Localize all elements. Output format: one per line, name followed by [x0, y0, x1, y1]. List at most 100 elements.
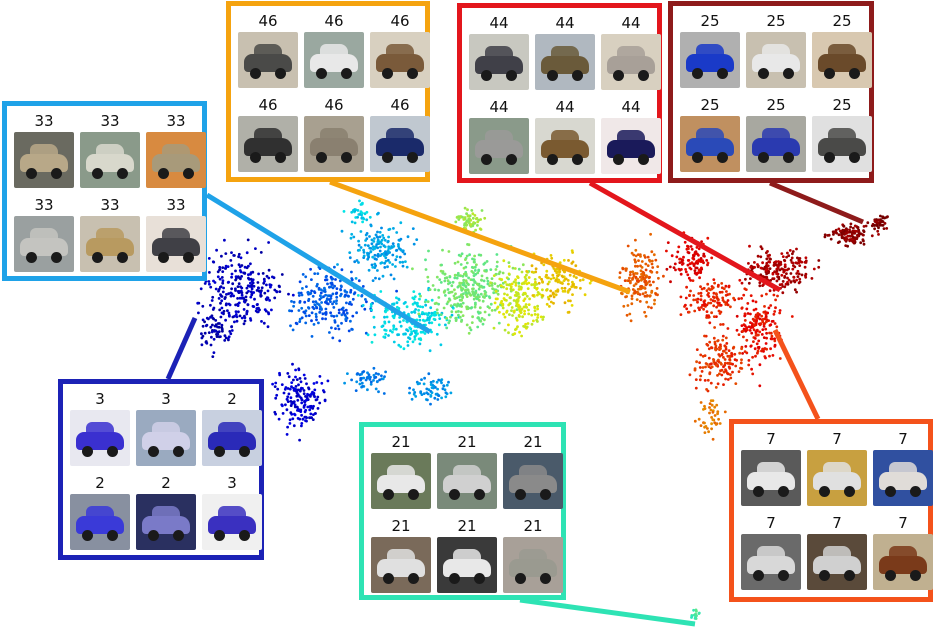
cluster-label: 33: [34, 112, 54, 130]
scatter-point: [762, 336, 766, 339]
scatter-point: [293, 403, 297, 407]
scatter-point: [457, 303, 460, 307]
scatter-point: [392, 340, 396, 344]
scatter-point: [336, 324, 340, 328]
scatter-point: [579, 286, 582, 290]
scatter-point: [345, 301, 348, 305]
scatter-point: [707, 347, 711, 351]
scatter-point: [693, 419, 697, 423]
cluster-cell: 33: [13, 113, 75, 188]
scatter-point: [629, 270, 632, 274]
scatter-point: [746, 312, 750, 315]
scatter-point: [726, 354, 730, 358]
scatter-point: [721, 323, 725, 326]
scatter-point: [689, 303, 693, 307]
scatter-point: [523, 275, 527, 279]
scatter-point: [298, 320, 302, 323]
scatter-point: [355, 311, 358, 315]
scatter-point: [474, 289, 478, 293]
scatter-point: [230, 287, 234, 291]
scatter-point: [752, 328, 756, 332]
scatter-point: [625, 295, 628, 298]
scatter-point: [788, 249, 792, 252]
scatter-point: [353, 291, 357, 295]
scatter-point: [318, 401, 322, 405]
scatter-point: [373, 266, 377, 269]
scatter-point: [291, 293, 295, 297]
scatter-point: [686, 273, 690, 277]
connector-line-21: [519, 597, 696, 627]
scatter-point: [710, 422, 713, 426]
scatter-point: [852, 240, 855, 244]
scatter-point: [286, 425, 289, 429]
scatter-point: [686, 259, 690, 262]
scatter-point: [837, 227, 841, 231]
scatter-point: [734, 382, 738, 385]
scatter-point: [525, 273, 528, 277]
scatter-point: [536, 316, 540, 319]
scatter-point: [440, 396, 443, 400]
scatter-point: [437, 288, 440, 292]
scatter-point: [224, 264, 228, 268]
scatter-point: [375, 243, 379, 246]
scatter-point: [640, 266, 644, 269]
scatter-point: [251, 278, 255, 282]
scatter-point: [762, 267, 765, 271]
scatter-point: [688, 373, 692, 377]
scatter-point: [729, 376, 733, 380]
car-thumbnail-image: [601, 34, 661, 90]
scatter-point: [650, 291, 653, 294]
scatter-point: [318, 375, 322, 378]
scatter-point: [412, 290, 416, 293]
scatter-point: [410, 332, 413, 335]
scatter-point: [205, 323, 209, 327]
scatter-point: [733, 352, 737, 356]
scatter-point: [303, 377, 307, 380]
scatter-point: [292, 378, 295, 382]
scatter-point: [570, 285, 574, 289]
scatter-point: [546, 282, 550, 286]
scatter-point: [395, 301, 399, 305]
scatter-point: [234, 289, 237, 292]
scatter-point: [219, 293, 222, 296]
scatter-point: [511, 266, 515, 270]
scatter-point: [467, 243, 471, 247]
scatter-point: [740, 347, 743, 351]
scatter-point: [229, 291, 233, 295]
scatter-point: [220, 306, 224, 310]
scatter-point: [293, 405, 297, 409]
scatter-point: [804, 256, 808, 260]
scatter-point: [379, 245, 382, 249]
scatter-point: [769, 323, 773, 327]
scatter-point: [314, 300, 318, 303]
scatter-point: [702, 254, 705, 258]
scatter-point: [545, 269, 549, 273]
scatter-point: [521, 315, 524, 319]
scatter-point: [429, 383, 433, 386]
scatter-point: [320, 301, 323, 304]
scatter-point: [209, 285, 213, 289]
scatter-point: [494, 268, 498, 271]
scatter-point: [219, 315, 223, 319]
scatter-point: [768, 260, 772, 264]
scatter-point: [739, 361, 743, 365]
scatter-point: [770, 334, 774, 338]
car-thumbnail-image: [14, 216, 74, 272]
scatter-point: [420, 378, 423, 381]
scatter-point: [224, 252, 228, 256]
scatter-point: [862, 239, 865, 243]
scatter-point: [199, 287, 203, 291]
scatter-point: [694, 378, 698, 381]
scatter-point: [330, 314, 333, 318]
scatter-point: [265, 283, 268, 287]
scatter-point: [449, 304, 453, 308]
scatter-point: [377, 372, 380, 376]
scatter-point: [358, 373, 362, 377]
scatter-point: [626, 244, 630, 248]
scatter-point: [755, 342, 759, 346]
scatter-point: [348, 251, 352, 255]
scatter-point: [511, 314, 514, 317]
scatter-point: [744, 329, 748, 333]
scatter-point: [450, 310, 454, 314]
scatter-point: [299, 396, 303, 400]
